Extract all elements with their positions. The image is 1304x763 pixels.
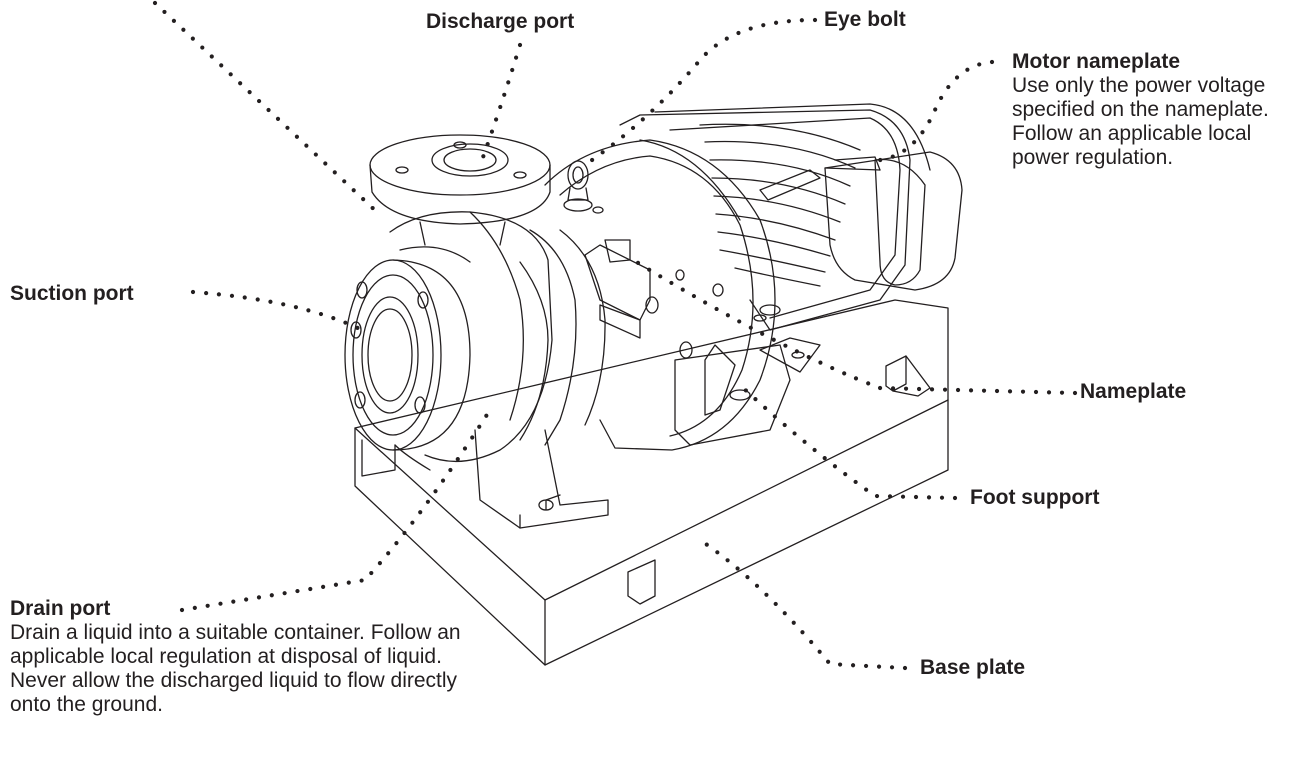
leader-motor-nameplate (877, 59, 995, 163)
leader-casing-top (152, 0, 383, 218)
leader-suction-port (190, 289, 365, 333)
suction-port-drawing (344, 259, 471, 451)
motor-nameplate-title: Motor nameplate (1012, 50, 1181, 73)
suction-port-title: Suction port (10, 282, 134, 305)
label-nameplate: Nameplate (1080, 380, 1186, 404)
label-suction-port: Suction port (10, 282, 134, 306)
discharge-port-drawing (369, 134, 551, 246)
leader-eye-bolt (582, 17, 818, 168)
pump-casing-drawing (389, 211, 609, 529)
foot-support-title: Foot support (970, 486, 1100, 509)
leader-lines (152, 0, 1078, 671)
base-plate-title: Base plate (920, 656, 1026, 679)
leader-discharge-port (479, 42, 523, 163)
leader-foot-support (737, 382, 958, 501)
discharge-port-title: Discharge port (426, 10, 575, 33)
nameplate-title: Nameplate (1080, 380, 1187, 403)
motor-nameplate-desc: Use only the power voltage specified on … (1012, 74, 1269, 169)
bearing-frame-drawing (544, 139, 821, 451)
leader-base-plate (697, 537, 908, 671)
label-base-plate: Base plate (920, 656, 1025, 680)
leader-nameplate (627, 255, 1078, 396)
base-plate-drawing (354, 299, 949, 666)
drain-port-desc: Drain a liquid into a suitable container… (10, 621, 461, 716)
label-foot-support: Foot support (970, 486, 1099, 510)
eye-bolt-title: Eye bolt (824, 8, 906, 31)
leader-drain-port (179, 407, 493, 613)
label-motor-nameplate: Motor nameplate Use only the power volta… (1012, 50, 1304, 170)
label-drain-port: Drain port Drain a liquid into a suitabl… (10, 597, 465, 717)
drain-port-title: Drain port (10, 597, 111, 620)
label-discharge-port: Discharge port (426, 10, 574, 34)
motor-drawing (619, 103, 963, 331)
label-eye-bolt: Eye bolt (824, 8, 906, 32)
